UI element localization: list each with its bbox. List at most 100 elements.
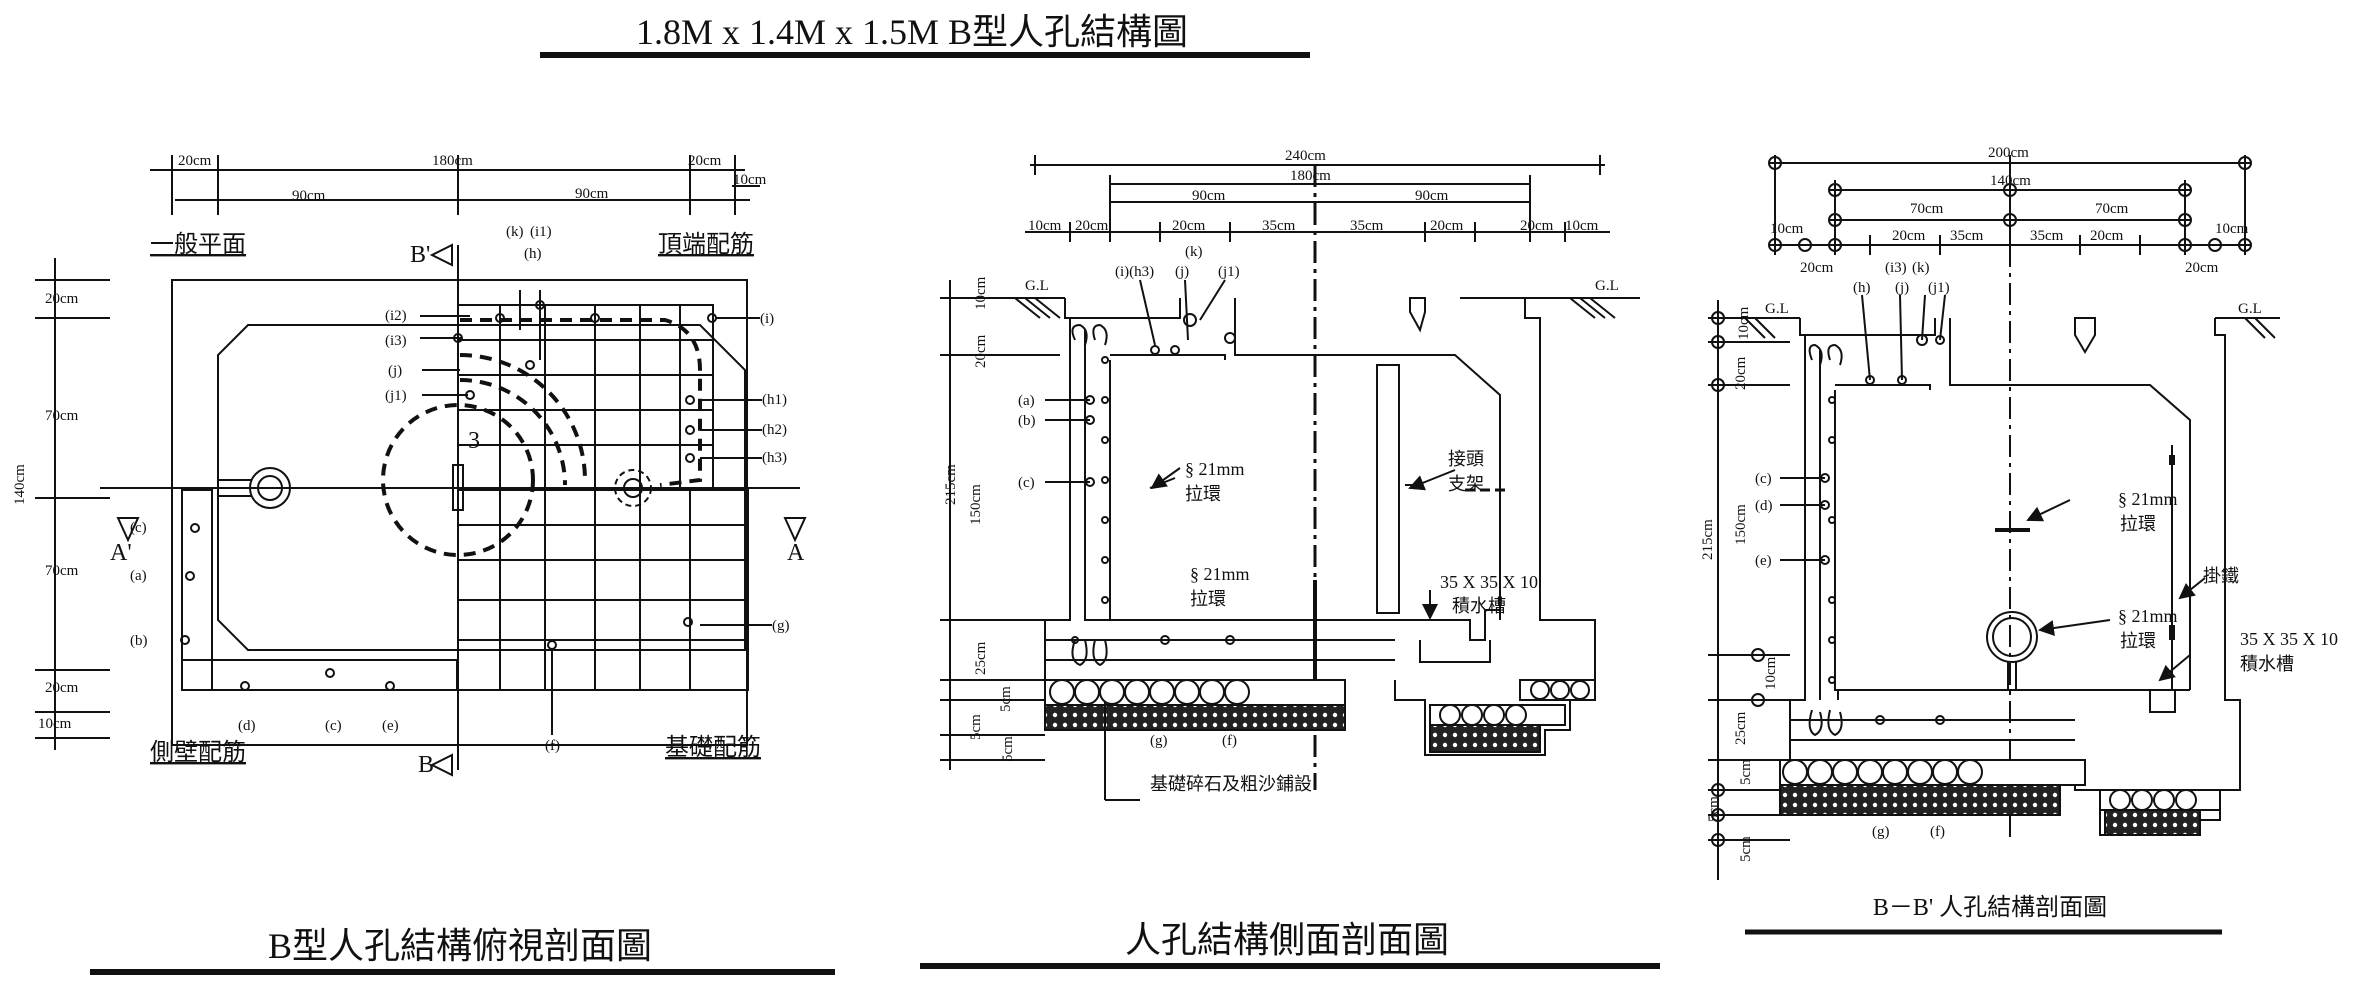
plan-view <box>35 155 800 770</box>
plan-section-mark-b-bottom: B <box>418 752 434 778</box>
side-dim-top: 20cm <box>1172 218 1206 234</box>
plan-quadrant-wall-rebar: 側壁配筋 <box>150 739 246 766</box>
section-b-label: (j1) <box>1928 280 1950 296</box>
drawing-title: 1.8M x 1.4M x 1.5M B型人孔結構圖 <box>636 12 1188 52</box>
section-b-caption: B－B' 人孔結構剖面圖 <box>1873 894 2107 921</box>
section-b-dim-top: 140cm <box>1990 173 2031 189</box>
plan-section-mark-a-left: A' <box>110 540 132 566</box>
section-b-dim-left: 10cm <box>1736 306 1752 340</box>
plan-dim-top: 20cm <box>688 153 722 169</box>
side-label: (k) <box>1185 244 1203 260</box>
side-dim-left: 5cm <box>1000 736 1016 762</box>
plan-label: (e) <box>382 718 399 734</box>
section-b-dim-top: 70cm <box>1910 201 1944 217</box>
side-dim-top: 35cm <box>1350 218 1384 234</box>
side-dim-top: 180cm <box>1290 168 1331 184</box>
plan-rebar-dots <box>180 300 717 691</box>
section-b-dim-top: 20cm <box>2185 260 2219 276</box>
plan-dim-left: 70cm <box>45 408 79 424</box>
section-b-dim-top: 35cm <box>1950 228 1984 244</box>
plan-quadrant-top-rebar: 頂端配筋 <box>658 231 754 258</box>
plan-dim-top: 90cm <box>292 188 326 204</box>
section-b-note-hook: 掛鐵 <box>2203 566 2239 586</box>
side-note-sump-line2: 積水槽 <box>1452 596 1506 616</box>
section-b-rebar-dots <box>1820 334 1945 725</box>
plan-label: (i3) <box>385 333 407 349</box>
side-dim-left: 10cm <box>973 276 989 310</box>
plan-dim-top: 90cm <box>575 186 609 202</box>
side-dim-left: 5cm <box>968 714 984 740</box>
side-dim-left: 25cm <box>973 641 989 675</box>
side-dim-top: 90cm <box>1415 188 1449 204</box>
section-b-dim-top: 20cm <box>1800 260 1834 276</box>
side-dim-top: 20cm <box>1520 218 1554 234</box>
side-label: (c) <box>1018 475 1035 491</box>
side-dim-top: 10cm <box>1028 218 1062 234</box>
section-b-dim-left: 215cm <box>1700 519 1716 560</box>
side-note-base: 基礎碎石及粗沙鋪設 <box>1150 774 1312 794</box>
section-b-gl-right: G.L <box>2238 301 2262 317</box>
side-dim-left: 150cm <box>968 484 984 525</box>
side-rebar-dots <box>1071 313 1236 645</box>
plan-dim-left: 20cm <box>45 291 79 307</box>
side-dim-top: 10cm <box>1565 218 1599 234</box>
side-note-support-line2: 支架 <box>1448 474 1484 494</box>
section-b-note-ring1-line2: 拉環 <box>2120 514 2156 534</box>
side-note-ring2-line1: § 21mm <box>1190 564 1250 584</box>
plan-section-mark-a-right: A <box>787 540 805 566</box>
section-b-note-ring2-line2: 拉環 <box>2120 631 2156 651</box>
plan-dim-top: 180cm <box>432 153 473 169</box>
side-note-ring1-line2: 拉環 <box>1185 484 1221 504</box>
section-b-label: (f) <box>1930 824 1945 840</box>
section-b-dim-left: 150cm <box>1733 504 1749 545</box>
section-b-label: (c) <box>1755 471 1772 487</box>
side-gravel-stones <box>1049 679 1590 726</box>
section-b-dim-top: 20cm <box>2090 228 2124 244</box>
plan-label: (h2) <box>762 422 787 438</box>
section-b-dim-left: 25cm <box>1733 711 1749 745</box>
side-dim-top: 90cm <box>1192 188 1226 204</box>
plan-label: (j) <box>388 363 402 379</box>
plan-dim-top: 20cm <box>178 153 212 169</box>
section-b-dim-top: 70cm <box>2095 201 2129 217</box>
plan-label: (c) <box>325 718 342 734</box>
plan-label: (f) <box>545 738 560 754</box>
side-dim-left: 215cm <box>943 464 959 505</box>
plan-dim-left: 70cm <box>45 563 79 579</box>
side-gl-right: G.L <box>1595 278 1619 294</box>
section-b-dim-top: 10cm <box>2215 221 2249 237</box>
section-b-dim-left: 20cm <box>1733 356 1749 390</box>
section-arrow-a-right <box>783 517 807 543</box>
side-sump-arrow <box>1150 467 1456 620</box>
plan-label: (i) <box>760 311 774 327</box>
side-label: (j) <box>1175 264 1189 280</box>
section-b-label: (h) <box>1853 280 1871 296</box>
plan-label: (j1) <box>385 388 407 404</box>
section-b-label: (k) <box>1912 260 1930 276</box>
section-b-dim-top: 200cm <box>1988 145 2029 161</box>
side-label: (b) <box>1018 413 1036 429</box>
section-b-note-ring1-line1: § 21mm <box>2118 489 2178 509</box>
side-note-ring1-line1: § 21mm <box>1185 459 1245 479</box>
section-arrow-b-top <box>429 243 453 267</box>
plan-dim-top: 10cm <box>733 172 767 188</box>
side-label: (f) <box>1222 733 1237 749</box>
plan-label: (h1) <box>762 392 787 408</box>
section-b-arrows <box>2026 499 2206 682</box>
plan-label: (h) <box>524 246 542 262</box>
plan-caption: B型人孔結構俯視剖面圖 <box>268 926 652 966</box>
plan-label: (c) <box>130 520 147 536</box>
plan-label: (g) <box>772 618 790 634</box>
side-dim-top: 240cm <box>1285 148 1326 164</box>
plan-dim-left: 10cm <box>38 716 72 732</box>
section-b-label: (i3) <box>1885 260 1907 276</box>
section-b-label: (g) <box>1872 824 1890 840</box>
plan-label: (i1) <box>530 224 552 240</box>
side-section <box>940 155 1640 790</box>
side-note-support-line1: 接頭 <box>1448 449 1484 469</box>
plan-label: (a) <box>130 568 147 584</box>
side-label: (j1) <box>1218 264 1240 280</box>
side-gl-left: G.L <box>1025 278 1049 294</box>
plan-dim-left: 20cm <box>45 680 79 696</box>
